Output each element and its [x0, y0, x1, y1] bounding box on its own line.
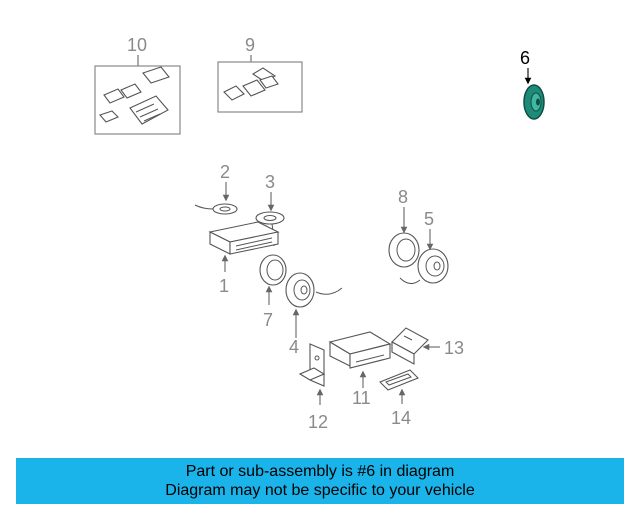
callout-4[interactable]: 4	[289, 337, 299, 357]
callout-7[interactable]: 7	[263, 310, 273, 330]
part-8-bracket[interactable]: 8	[388, 187, 420, 268]
part-6-speaker[interactable]: 6	[520, 48, 545, 120]
part-10-kit[interactable]: 10	[94, 35, 181, 135]
callout-2[interactable]: 2	[220, 162, 230, 182]
parts-diagram: 10 9 6 2 3	[94, 35, 545, 432]
callout-3[interactable]: 3	[265, 172, 275, 192]
callout-14[interactable]: 14	[391, 408, 411, 428]
callout-11[interactable]: 11	[352, 388, 371, 408]
callout-6[interactable]: 6	[520, 48, 530, 68]
part-4-speaker[interactable]: 4	[285, 272, 343, 357]
callout-1[interactable]: 1	[219, 276, 229, 296]
part-7-bracket[interactable]: 7	[259, 254, 287, 330]
part-13-bracket[interactable]: 13	[391, 327, 464, 365]
callout-12[interactable]: 12	[308, 412, 328, 432]
part-1-radio[interactable]: 1	[208, 221, 280, 296]
callout-10[interactable]: 10	[127, 35, 147, 55]
callout-8[interactable]: 8	[398, 187, 408, 207]
callout-9[interactable]: 9	[245, 35, 255, 55]
part-9-kit[interactable]: 9	[217, 35, 303, 113]
part-5-speaker[interactable]: 5	[399, 209, 449, 284]
part-11-changer[interactable]: 11	[328, 331, 392, 408]
banner-line-2: Diagram may not be specific to your vehi…	[165, 482, 475, 499]
part-2-speaker[interactable]: 2	[194, 162, 238, 215]
info-banner: Part or sub-assembly is #6 in diagram Di…	[16, 458, 624, 504]
part-14-bezel[interactable]: 14	[379, 369, 419, 428]
banner-line-1: Part or sub-assembly is #6 in diagram	[185, 463, 455, 480]
callout-5[interactable]: 5	[424, 209, 434, 229]
callout-13[interactable]: 13	[444, 338, 464, 358]
part-12-bracket[interactable]: 12	[298, 343, 328, 432]
